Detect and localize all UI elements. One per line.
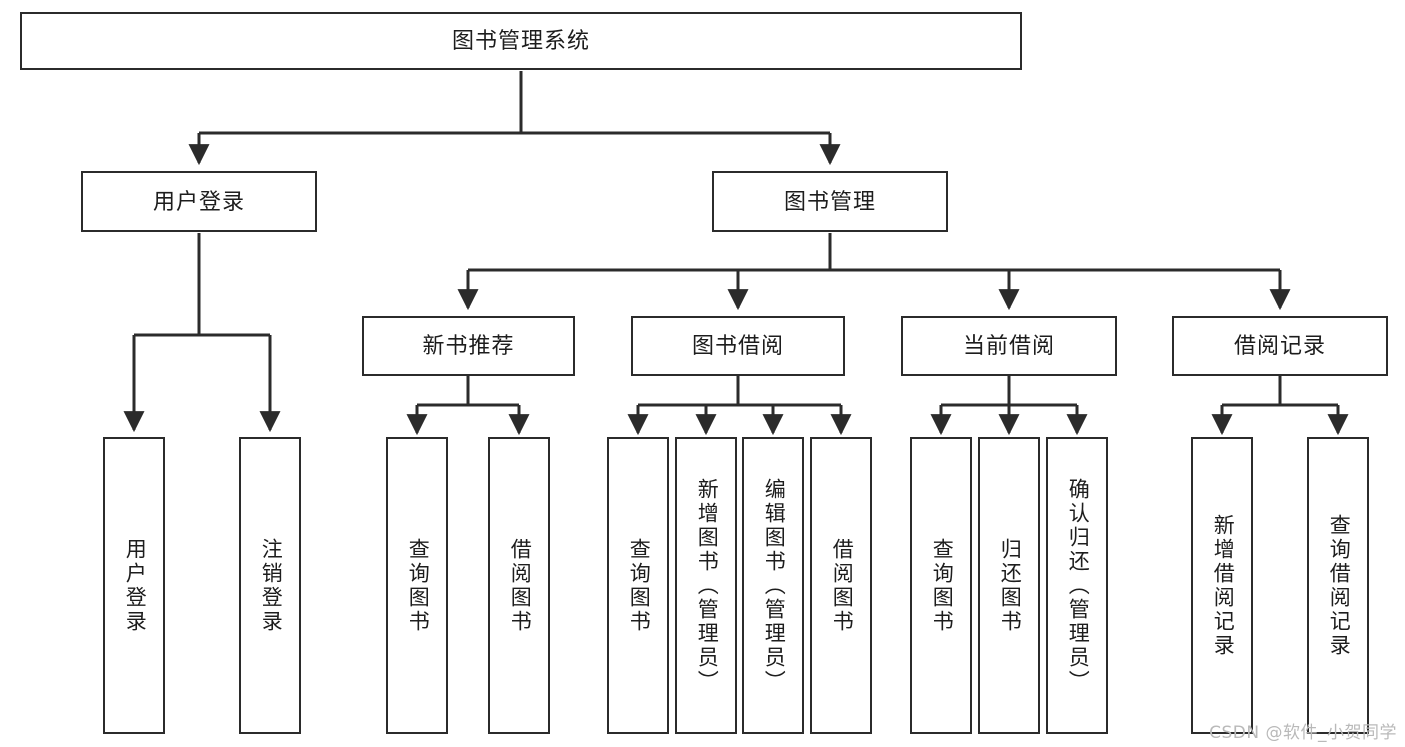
leaf-record-query-label: 查询借阅记录 [1327,513,1351,658]
leaf-login-user[interactable]: 用户登录 [103,437,165,734]
node-borrow-record-label: 借阅记录 [1233,333,1326,359]
leaf-borrow-edit-label: 编辑图书（管理员） [762,477,786,694]
leaf-login-logout-label: 注销登录 [259,537,283,634]
leaf-record-query[interactable]: 查询借阅记录 [1307,437,1369,734]
leaf-current-query[interactable]: 查询图书 [910,437,972,734]
node-user-login-label: 用户登录 [152,188,245,214]
node-root-label: 图书管理系统 [451,28,590,54]
leaf-current-confirm[interactable]: 确认归还（管理员） [1046,437,1108,734]
watermark: CSDN @软件_小贺同学 [1209,723,1397,743]
leaf-current-confirm-label: 确认归还（管理员） [1066,477,1090,694]
leaf-borrow-edit[interactable]: 编辑图书（管理员） [742,437,804,734]
leaf-record-add-label: 新增借阅记录 [1211,513,1235,658]
node-book-management[interactable]: 图书管理 [712,171,948,232]
node-new-book-recommend[interactable]: 新书推荐 [362,316,575,376]
leaf-newbook-borrow[interactable]: 借阅图书 [488,437,550,734]
node-book-management-label: 图书管理 [783,188,876,214]
leaf-login-logout[interactable]: 注销登录 [239,437,301,734]
leaf-borrow-query-label: 查询图书 [627,537,651,634]
leaf-newbook-borrow-label: 借阅图书 [508,537,532,634]
node-book-borrow-label: 图书借阅 [691,333,784,359]
node-current-borrow[interactable]: 当前借阅 [901,316,1117,376]
leaf-borrow-lend[interactable]: 借阅图书 [810,437,872,734]
leaf-current-return-label: 归还图书 [998,537,1022,634]
leaf-login-user-label: 用户登录 [123,537,147,634]
node-borrow-record[interactable]: 借阅记录 [1172,316,1388,376]
leaf-borrow-query[interactable]: 查询图书 [607,437,669,734]
leaf-borrow-add[interactable]: 新增图书（管理员） [675,437,737,734]
leaf-record-add[interactable]: 新增借阅记录 [1191,437,1253,734]
leaf-current-return[interactable]: 归还图书 [978,437,1040,734]
leaf-newbook-query-label: 查询图书 [406,537,430,634]
node-book-borrow[interactable]: 图书借阅 [631,316,845,376]
leaf-current-query-label: 查询图书 [930,537,954,634]
leaf-borrow-lend-label: 借阅图书 [830,537,854,634]
node-user-login[interactable]: 用户登录 [81,171,317,232]
leaf-borrow-add-label: 新增图书（管理员） [695,477,719,694]
node-new-book-recommend-label: 新书推荐 [422,333,515,359]
node-current-borrow-label: 当前借阅 [962,333,1055,359]
node-root[interactable]: 图书管理系统 [20,12,1022,70]
leaf-newbook-query[interactable]: 查询图书 [386,437,448,734]
